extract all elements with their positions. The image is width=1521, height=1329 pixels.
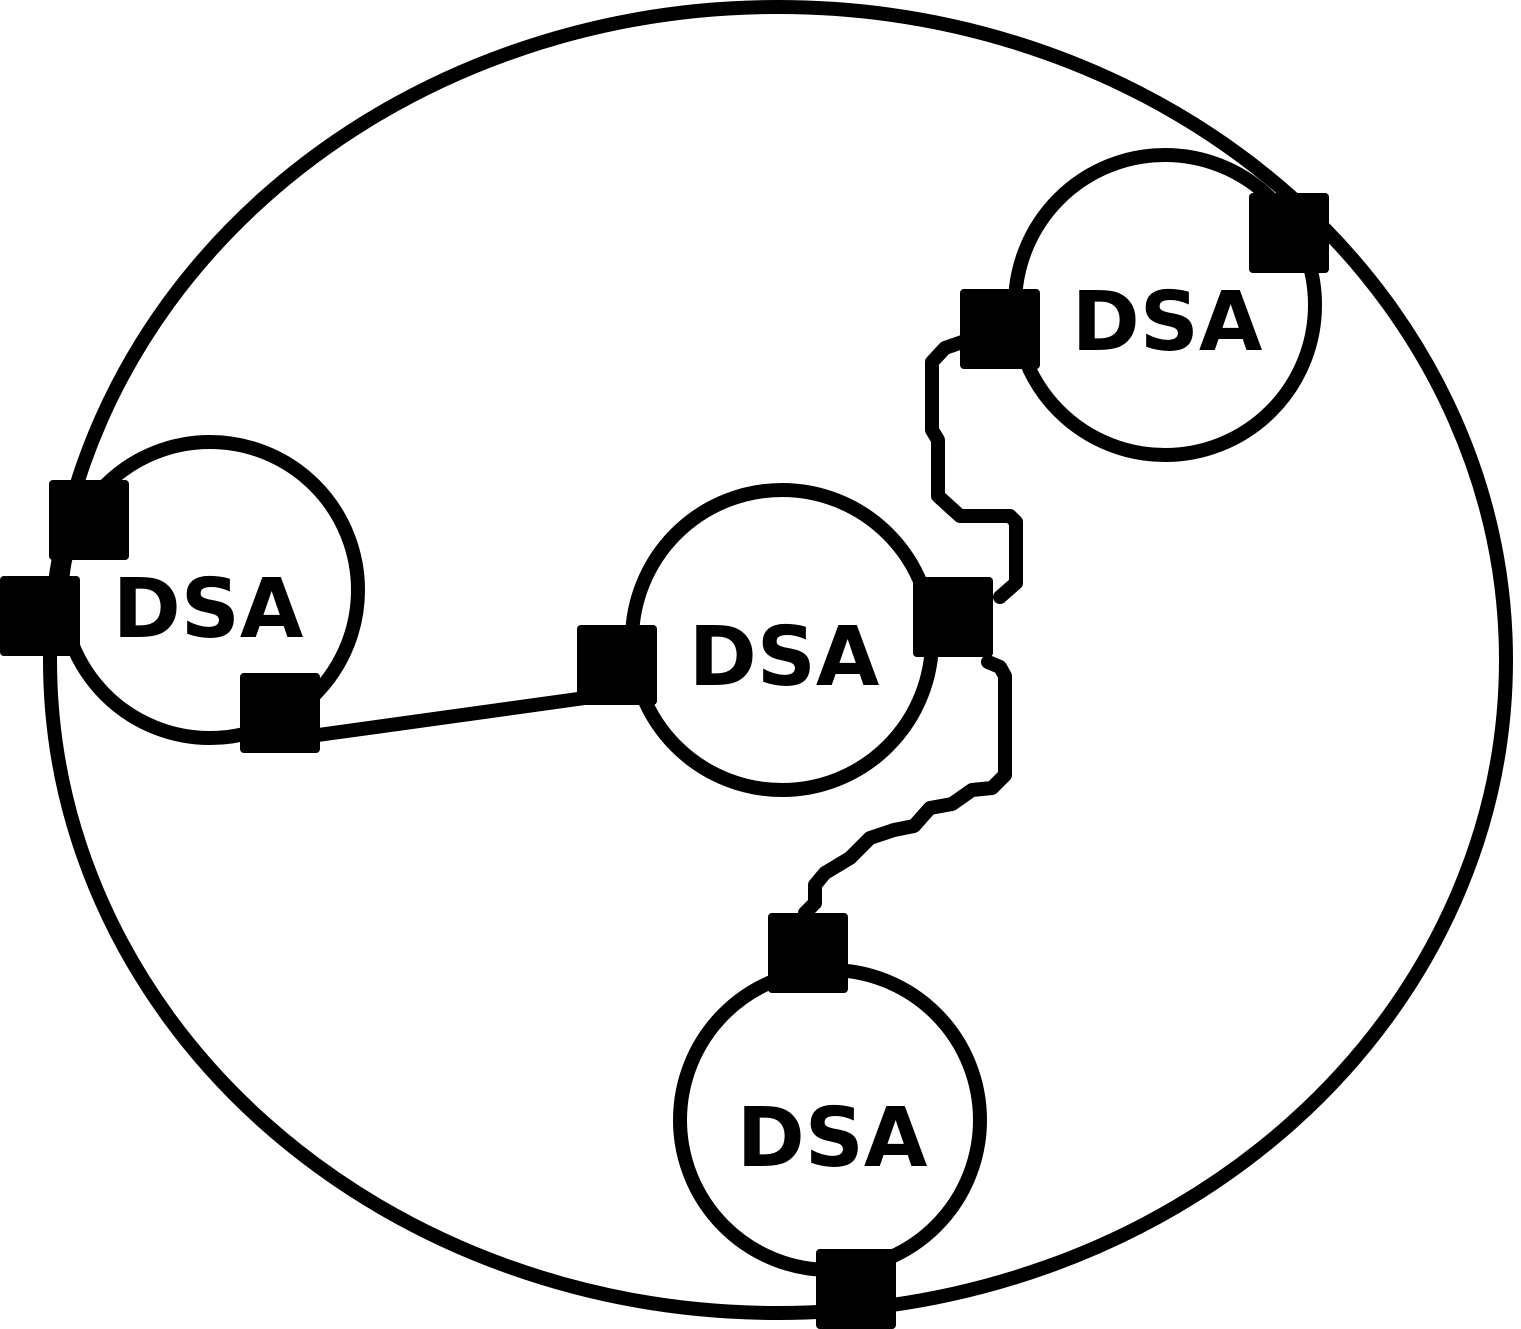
port-center-left: [577, 625, 657, 705]
connector-center-to-top-right: [925, 333, 1023, 604]
outer-domain-boundary: [43, 0, 1513, 1320]
connector-left-to-center: [311, 691, 592, 742]
port-left-outer: [0, 576, 80, 656]
port-center-right: [913, 577, 993, 657]
port-left-top: [49, 480, 129, 560]
port-top-right-left: [960, 289, 1040, 369]
dsa-node-bottom-label: DSA: [737, 1091, 928, 1186]
connector-center-to-bottom: [798, 655, 1012, 920]
port-left-bottom: [240, 673, 320, 753]
dsa-node-left-label: DSA: [113, 562, 304, 657]
dsa-node-top-right-label: DSA: [1072, 275, 1263, 370]
port-top-right-outer: [1249, 193, 1329, 273]
port-bottom-top: [768, 913, 848, 993]
port-bottom-outer: [816, 1249, 896, 1329]
dsa-node-center-label: DSA: [689, 610, 880, 705]
